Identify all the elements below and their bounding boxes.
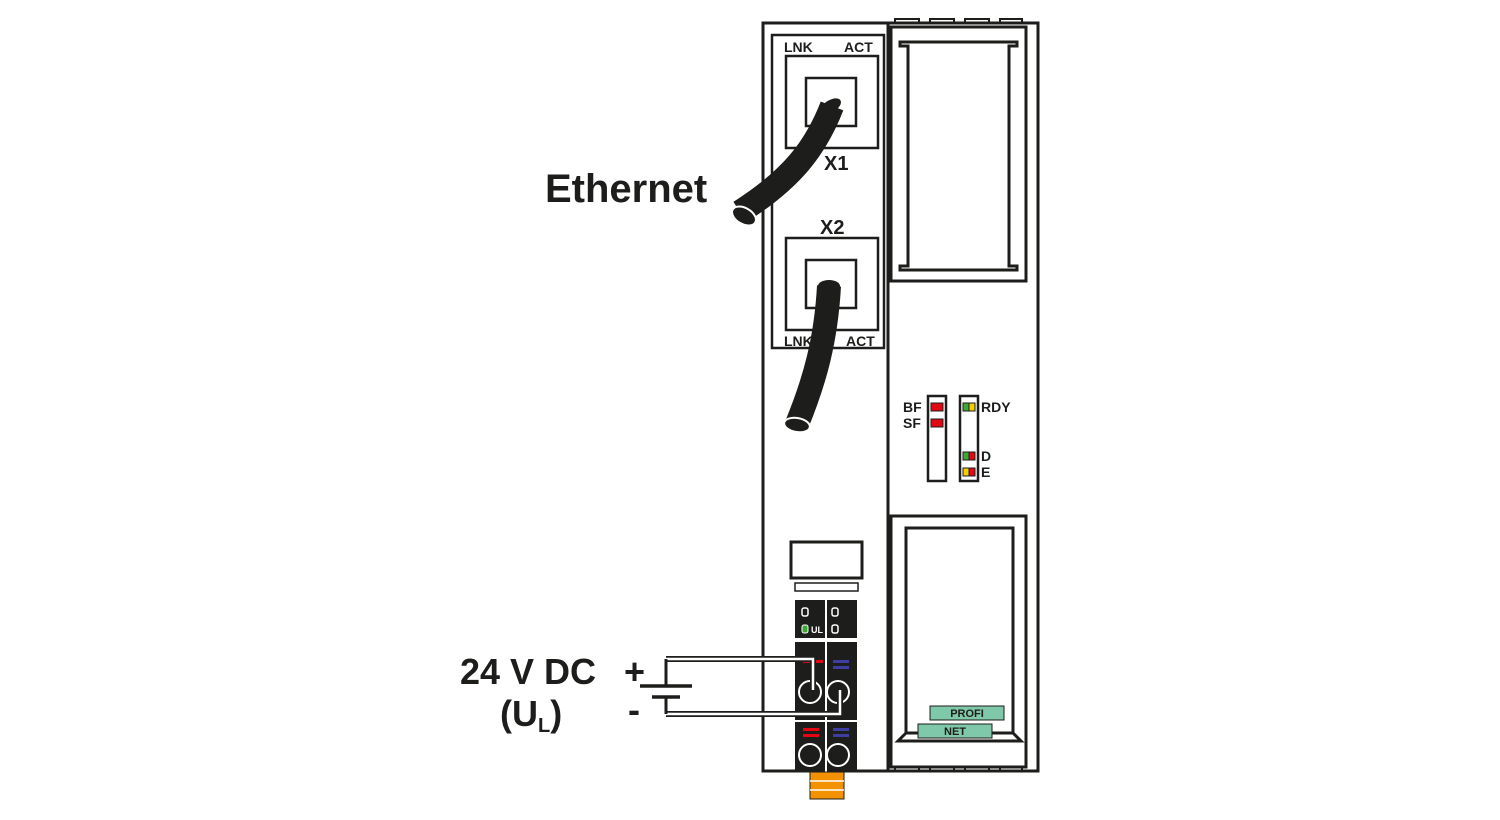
rdy-label: RDY bbox=[981, 399, 1011, 415]
logo-row2: NET bbox=[944, 726, 966, 738]
sf-label: SF bbox=[903, 415, 921, 431]
ul-led-label: UL bbox=[811, 625, 823, 635]
x2-act-label: ACT bbox=[846, 333, 875, 349]
x1-port-label: X1 bbox=[824, 153, 848, 175]
x1-act-label: ACT bbox=[844, 39, 873, 55]
bf-label: BF bbox=[903, 399, 922, 415]
supply-symbol-label: (UL) bbox=[500, 693, 562, 737]
ethernet-cable-x2 bbox=[783, 280, 841, 434]
d-led bbox=[962, 451, 976, 461]
led-panel: BF SF RDY D E bbox=[903, 394, 1011, 483]
supply-voltage-label: 24 V DC bbox=[460, 651, 596, 692]
plus-label: + bbox=[624, 651, 645, 692]
ul-led bbox=[801, 624, 809, 634]
port-x1: LNK ACT X1 bbox=[784, 39, 873, 175]
ethernet-cable-x1 bbox=[731, 98, 844, 227]
port-x2: X2 LNK ACT bbox=[784, 217, 875, 349]
device-housing bbox=[761, 21, 1040, 773]
d-label: D bbox=[981, 448, 991, 464]
x1-lnk-label: LNK bbox=[784, 39, 813, 55]
power-connector: UL bbox=[789, 540, 864, 800]
e-label: E bbox=[981, 464, 990, 480]
upper-label-window bbox=[898, 40, 1019, 272]
x2-lnk-label: LNK bbox=[784, 333, 813, 349]
e-led bbox=[962, 467, 976, 477]
bf-led bbox=[930, 402, 944, 412]
logo-row1: PROFI bbox=[950, 708, 984, 720]
top-latches bbox=[894, 18, 1023, 771]
minus-label: - bbox=[628, 689, 640, 730]
connector-latch bbox=[809, 771, 845, 800]
rdy-led bbox=[962, 402, 976, 412]
x2-port-label: X2 bbox=[820, 217, 844, 239]
sf-led bbox=[930, 418, 944, 428]
supply-wiring bbox=[640, 656, 843, 717]
ethernet-label: Ethernet bbox=[545, 167, 707, 211]
profinet-logo: PROFI NET bbox=[917, 705, 1005, 739]
lower-label-window bbox=[894, 526, 1025, 743]
